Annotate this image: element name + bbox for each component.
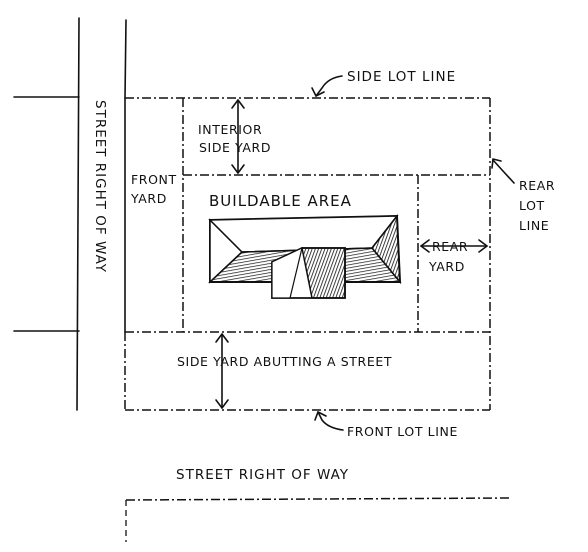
lot-boundary bbox=[124, 97, 491, 411]
bottom-street bbox=[125, 497, 511, 542]
rear-yard-label-2: YARD bbox=[428, 259, 465, 274]
side-lot-line-label: SIDE LOT LINE bbox=[347, 69, 456, 85]
street-right-of-way-vertical-label: STREET RIGHT OF WAY bbox=[92, 100, 108, 273]
labels: SIDE LOT LINE INTERIOR SIDE YARD FRONT Y… bbox=[92, 69, 555, 483]
rear-lot-line-label-2: LOT bbox=[519, 198, 545, 213]
leader-lines bbox=[311, 75, 515, 431]
dimension-arrows bbox=[215, 99, 488, 409]
interior-side-yard-label-2: SIDE YARD bbox=[199, 140, 271, 155]
rear-yard-label-1: REAR bbox=[432, 239, 468, 254]
house-icon bbox=[208, 213, 402, 299]
vertical-street bbox=[13, 17, 127, 411]
side-yard-abutting-label: SIDE YARD ABUTTING A STREET bbox=[177, 354, 392, 369]
front-yard-label-2: YARD bbox=[130, 191, 167, 206]
rear-lot-line-label-1: REAR bbox=[519, 178, 555, 193]
side-lot-line-leader bbox=[315, 75, 343, 97]
setback-lines bbox=[125, 98, 490, 333]
buildable-area-label: BUILDABLE AREA bbox=[209, 192, 352, 210]
rear-lot-line-label-3: LINE bbox=[519, 218, 549, 233]
front-yard-label-1: FRONT bbox=[131, 172, 177, 187]
rear-lot-line-leader bbox=[492, 159, 515, 184]
interior-side-yard-label-1: INTERIOR bbox=[198, 122, 262, 137]
bottom-street-edge bbox=[125, 497, 511, 501]
street-edge-right-top bbox=[124, 19, 127, 99]
front-lot-line-label: FRONT LOT LINE bbox=[347, 424, 458, 439]
street-edge-left bbox=[76, 17, 80, 411]
street-right-of-way-horizontal-label: STREET RIGHT OF WAY bbox=[176, 467, 349, 483]
front-lot-line-leader bbox=[317, 411, 344, 431]
